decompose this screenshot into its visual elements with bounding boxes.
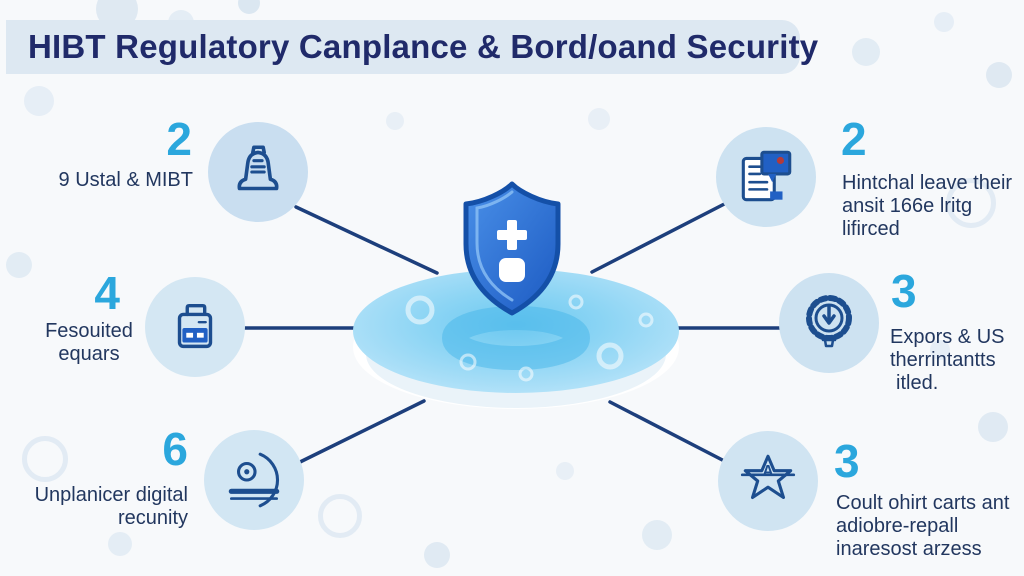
- node-label-top-right: Hintchal leave their ansit 166e lritg li…: [842, 172, 1017, 241]
- bg-dot: [6, 252, 32, 278]
- label-line: therrintantts: [890, 349, 996, 371]
- bg-dot: [930, 340, 950, 360]
- title-banner: HIBT Regulatory Canplance & Bord/oand Se…: [6, 20, 818, 74]
- node-circle-top-right: [716, 127, 816, 227]
- label-line: lifirced: [842, 218, 900, 240]
- node-number: 2: [841, 113, 867, 165]
- node-label-middle-right: Expors & US therrintantts itled.: [890, 326, 1024, 395]
- bg-dot: [934, 12, 954, 32]
- node-circle-bottom-left: [204, 430, 304, 530]
- node-label-middle-left: Fesouited equars: [30, 320, 148, 366]
- node-circle-middle-right: [779, 273, 879, 373]
- node-number: 6: [162, 423, 188, 475]
- shield-lock-icon: [463, 181, 561, 316]
- bg-dot: [852, 38, 880, 66]
- bg-dot: [642, 520, 672, 550]
- gear-power-icon: [806, 295, 852, 348]
- node-label-bottom-right: Coult ohirt carts ant adiobre-repall ina…: [836, 492, 1021, 561]
- label-line: Unplanicer digital: [34, 484, 188, 506]
- page-title: HIBT Regulatory Canplance & Bord/oand Se…: [28, 28, 819, 65]
- svg-text:A: A: [762, 463, 773, 480]
- bg-dot: [108, 532, 132, 556]
- bg-dot: [946, 178, 996, 228]
- label-line: Expors & US: [890, 326, 1005, 348]
- node-number: 3: [834, 435, 860, 487]
- bg-dot: [588, 108, 610, 130]
- label-line: equars: [58, 343, 120, 365]
- bg-dot: [238, 0, 260, 14]
- label-line: ansit 166e lritg: [842, 195, 973, 217]
- star-badge-icon: A: [740, 454, 796, 500]
- bg-dot: [318, 494, 362, 538]
- label-line: Coult ohirt carts ant: [836, 492, 1010, 514]
- document-alert-icon: [741, 150, 792, 202]
- node-number: 3: [891, 265, 917, 317]
- bg-dot: [556, 462, 574, 480]
- label-line: Hintchal leave their: [842, 172, 1013, 194]
- node-circle-bottom-right: A: [718, 431, 818, 531]
- node-number: 4: [94, 267, 120, 319]
- bg-dot: [22, 436, 68, 482]
- bg-dot: [386, 112, 404, 130]
- node-label-bottom-left: Unplanicer digital recunity: [28, 484, 188, 530]
- label-line: itled.: [896, 372, 939, 394]
- bg-dot: [24, 86, 54, 116]
- node-number: 2: [166, 113, 192, 165]
- node-label-top-left: 9 Ustal & MIBT: [35, 169, 193, 192]
- security-camera-icon: [228, 452, 280, 508]
- label-line: inaresost arzess: [836, 538, 982, 560]
- node-circle-top-left: [208, 122, 308, 222]
- bg-dot: [986, 62, 1012, 88]
- node-circle-middle-left: [145, 277, 245, 377]
- bg-dot: [978, 412, 1008, 442]
- archive-card-icon: [177, 303, 213, 349]
- platform: [353, 269, 679, 409]
- bell-icon: [237, 145, 279, 191]
- bg-dot: [424, 542, 450, 568]
- label-line: Fesouited: [45, 320, 133, 342]
- label-line: 9 Ustal & MIBT: [58, 169, 193, 191]
- label-line: adiobre-repall: [836, 515, 959, 537]
- label-line: recunity: [117, 507, 188, 529]
